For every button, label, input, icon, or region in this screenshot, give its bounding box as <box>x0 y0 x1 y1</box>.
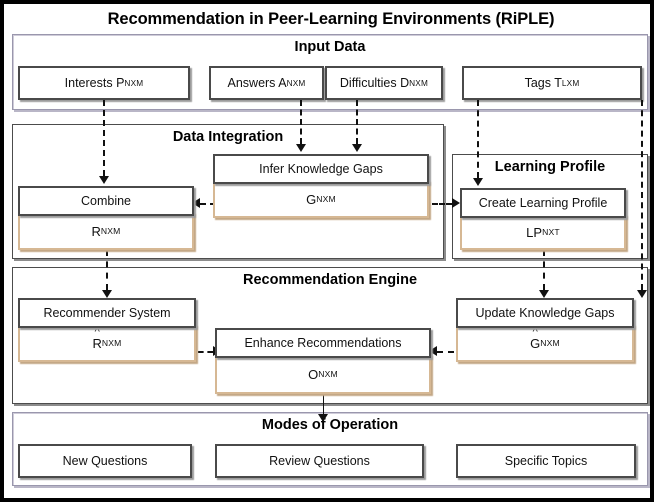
output-sub-G: NXM <box>316 194 336 204</box>
box-interests-label: Interests P <box>64 76 125 90</box>
output-var-R-hat: R <box>92 327 102 350</box>
arrowhead-Ghat-to-enhance <box>429 346 437 356</box>
box-difficulties-sub: NXM <box>409 78 429 88</box>
arrowhead-answers-to-infer <box>296 144 306 152</box>
page-title: Recommendation in Peer-Learning Environm… <box>107 9 555 28</box>
connector-gaps-to-learning-profile <box>432 203 452 205</box>
box-tags-sub: LXM <box>561 78 580 88</box>
output-sub-R-hat: NXM <box>101 338 122 348</box>
connector-answers-to-infer <box>300 100 302 144</box>
connector-gaps-to-combine <box>200 203 216 205</box>
output-var-LP: LP <box>526 224 543 240</box>
arrowhead-LP-to-update-knowledge-gaps <box>539 290 549 298</box>
arrowhead-difficulties-to-infer <box>352 144 362 152</box>
connector-LP-to-update-knowledge-gaps <box>543 250 545 290</box>
process-update-knowledge-gaps-label: Update Knowledge Gaps <box>456 298 634 328</box>
panel-title-input-data: Input Data <box>294 39 366 55</box>
process-combine-label: Combine <box>18 186 194 216</box>
output-var-R: R <box>91 223 101 239</box>
output-sub-LP: NXT <box>542 227 560 237</box>
process-recommender-system-label: Recommender System <box>18 298 196 328</box>
arrowhead-tags-to-learning-profile <box>473 178 483 186</box>
box-difficulties-label: Difficulties D <box>339 76 410 90</box>
connector-difficulties-to-infer <box>356 100 358 144</box>
connector-tags-to-learning-profile <box>477 100 479 178</box>
arrowhead-interests-to-combine <box>99 176 109 184</box>
arrowhead-tags-to-update-knowledge-gaps <box>637 290 647 298</box>
box-tags-label: Tags T <box>524 76 562 90</box>
box-interests-sub: NXM <box>124 78 144 88</box>
connector-Rhat-to-enhance <box>198 351 213 353</box>
output-sub-G-hat: NXM <box>540 338 560 348</box>
connector-O-to-modes <box>323 394 324 416</box>
box-answers-sub: NXM <box>286 78 306 88</box>
output-sub-R: NXM <box>100 226 121 236</box>
box-new-questions[interactable]: New Questions <box>18 444 192 478</box>
output-var-G-hat: G <box>530 327 540 350</box>
panel-title-learning-profile: Learning Profile <box>494 159 606 175</box>
box-answers-label: Answers A <box>227 76 287 90</box>
output-sub-O: NXM <box>318 369 338 379</box>
box-specific-topics[interactable]: Specific Topics <box>456 444 636 478</box>
arrowhead-R-to-recommender-system <box>102 290 112 298</box>
output-var-G: G <box>306 191 317 207</box>
panel-title-recommendation-engine: Recommendation Engine <box>242 272 418 288</box>
connector-R-to-recommender-system <box>106 250 108 290</box>
connector-Ghat-to-enhance <box>437 351 454 353</box>
process-create-learning-profile-label: Create Learning Profile <box>460 188 626 218</box>
connector-interests-to-combine <box>103 100 105 176</box>
process-enhance-recommendations-label: Enhance Recommendations <box>215 328 431 358</box>
panel-title-modes-of-operation: Modes of Operation <box>261 417 399 433</box>
connector-tags-to-update-knowledge-gaps <box>641 100 643 290</box>
arrowhead-O-to-modes <box>318 414 328 422</box>
process-infer-knowledge-gaps-label: Infer Knowledge Gaps <box>213 154 429 184</box>
output-var-O: O <box>308 366 319 382</box>
panel-title-data-integration: Data Integration <box>172 129 284 145</box>
box-review-questions[interactable]: Review Questions <box>215 444 424 478</box>
arrowhead-gaps-to-combine <box>192 198 200 208</box>
arrowhead-gaps-to-learning-profile <box>452 198 460 208</box>
